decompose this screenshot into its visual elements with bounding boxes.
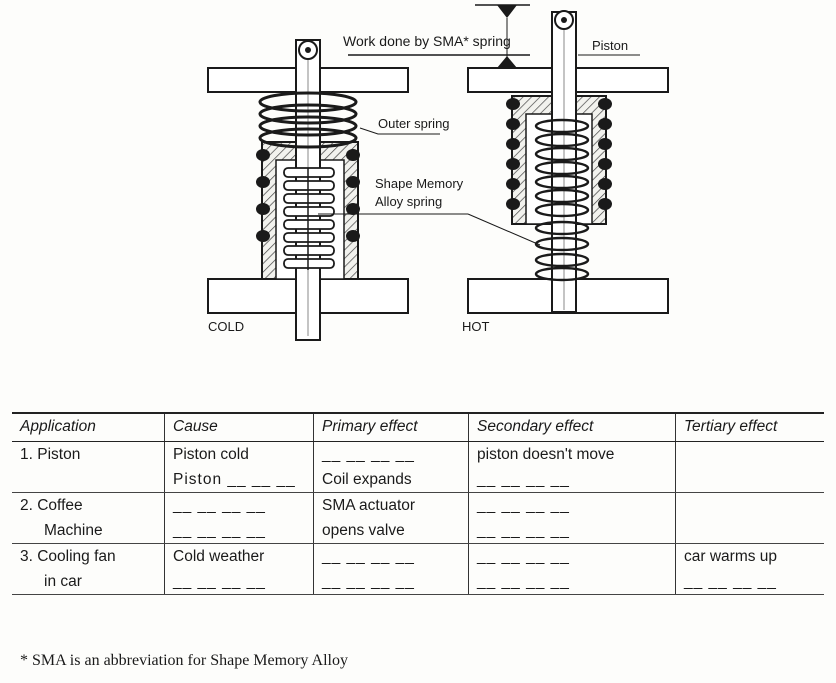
cold-label: COLD	[208, 319, 244, 334]
cell-cause: Cold weather	[164, 543, 314, 569]
table-row: Piston __ __ __ Coil expands __ __ __ __	[12, 467, 824, 493]
cell-tertiary	[675, 492, 824, 518]
cell-primary: SMA actuator	[313, 492, 469, 518]
table-header-row: Application Cause Primary effect Seconda…	[12, 412, 824, 442]
cell-secondary: piston doesn't move	[468, 441, 676, 467]
hot-label: HOT	[462, 319, 490, 334]
hot-sma-spring	[534, 118, 590, 282]
table-row: Machine __ __ __ __ opens valve __ __ __…	[12, 518, 824, 544]
footnote: * SMA is an abbreviation for Shape Memor…	[20, 652, 348, 669]
sma-effects-table: Application Cause Primary effect Seconda…	[12, 412, 824, 595]
cold-outer-spring	[256, 91, 360, 242]
cell-cause: Piston cold	[164, 441, 314, 467]
cell-tertiary	[675, 467, 824, 493]
cell-tertiary	[675, 518, 824, 544]
cell-application: in car	[12, 569, 165, 595]
cell-tertiary: car warms up	[675, 543, 824, 569]
cell-cause: Piston __ __ __	[164, 467, 314, 493]
table-row: in car __ __ __ __ __ __ __ __ __ __ __ …	[12, 569, 824, 595]
cell-tertiary	[675, 441, 824, 467]
hot-outer-spring	[506, 98, 612, 210]
table-row: 1. Piston Piston cold __ __ __ __ piston…	[12, 441, 824, 467]
cell-application: 1. Piston	[20, 446, 81, 463]
outer-spring-leader-line	[359, 127, 440, 135]
cell-application: 3. Cooling fan	[20, 548, 116, 565]
table-row: 2. Coffee __ __ __ __ SMA actuator __ __…	[12, 492, 824, 518]
header-application: Application	[12, 412, 165, 442]
sma-piston-diagram: Work done by SMA* spring Piston Outer sp…	[207, 4, 669, 341]
cell-primary: __ __ __ __	[313, 441, 469, 467]
cell-secondary: __ __ __ __	[468, 467, 676, 493]
cell-secondary: __ __ __ __	[468, 492, 676, 518]
sma-spring-label-line1: Shape Memory	[375, 176, 464, 191]
cell-secondary: __ __ __ __	[468, 543, 676, 569]
cell-tertiary: __ __ __ __	[675, 569, 824, 595]
cell-application: 2. Coffee	[20, 497, 83, 514]
cell-secondary: __ __ __ __	[468, 569, 676, 595]
header-cause: Cause	[164, 412, 314, 442]
cell-cause: __ __ __ __	[164, 518, 314, 544]
cell-cause: __ __ __ __	[164, 569, 314, 595]
cell-secondary: __ __ __ __	[468, 518, 676, 544]
table-row: 3. Cooling fan Cold weather __ __ __ __ …	[12, 543, 824, 569]
hot-assembly	[467, 10, 669, 314]
cell-application: Machine	[12, 518, 165, 544]
cell-primary: __ __ __ __	[313, 569, 469, 595]
header-secondary-effect: Secondary effect	[468, 412, 676, 442]
work-done-indicator	[348, 4, 530, 68]
cell-primary: Coil expands	[313, 467, 469, 493]
cell-cause: __ __ __ __	[164, 492, 314, 518]
work-done-label: Work done by SMA* spring	[343, 33, 511, 49]
outer-spring-label: Outer spring	[378, 116, 450, 131]
cell-primary: __ __ __ __	[313, 543, 469, 569]
cell-primary: opens valve	[313, 518, 469, 544]
sma-spring-label-line2: Alloy spring	[375, 194, 442, 209]
cell-application	[12, 467, 165, 493]
header-tertiary-effect: Tertiary effect	[675, 412, 824, 442]
sma-spring-leader-line-2	[467, 213, 541, 246]
piston-label: Piston	[592, 38, 628, 53]
header-primary-effect: Primary effect	[313, 412, 469, 442]
